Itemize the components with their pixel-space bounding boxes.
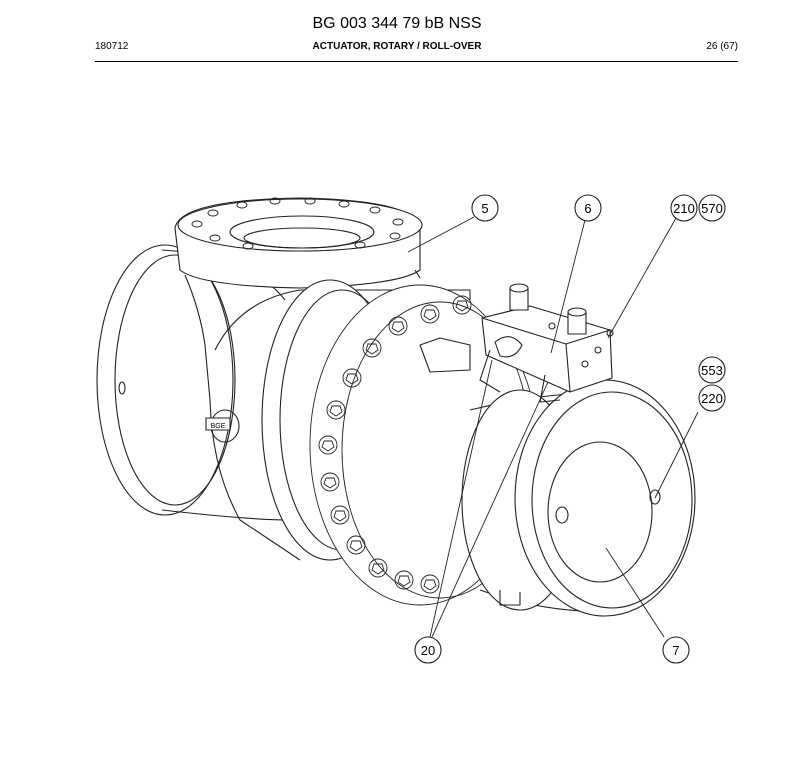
nameplate-text: BGE [211,423,226,430]
svg-text:5: 5 [481,201,488,216]
callout-210: 210 [670,194,698,222]
callout-220: 220 [698,384,726,412]
document-number: BG 003 344 79 bB NSS [312,15,482,32]
svg-text:220: 220 [701,391,723,406]
callout-5: 5 [471,194,499,222]
header-rule [95,61,738,62]
svg-text:20: 20 [421,643,435,658]
leader-lines [407,216,699,638]
callout-20: 20 [414,636,442,664]
valve-block [419,283,614,403]
callout-6: 6 [574,194,602,222]
top-flange [174,197,423,401]
svg-text:6: 6 [584,201,591,216]
callout-553: 553 [698,356,726,384]
svg-text:553: 553 [701,363,723,378]
svg-text:210: 210 [673,201,695,216]
front-cover [461,379,696,617]
page-heading: ACTUATOR, ROTARY / ROLL-OVER [312,41,482,52]
callout-7: 7 [662,636,690,664]
callout-balloons: 5 6 210 570 553 220 20 7 [414,194,726,664]
svg-text:570: 570 [701,201,723,216]
page-number: 26 (67) [706,41,738,52]
callout-570: 570 [698,194,726,222]
date-code: 180712 [95,41,129,52]
rear-flange [96,244,291,521]
svg-text:7: 7 [672,643,679,658]
